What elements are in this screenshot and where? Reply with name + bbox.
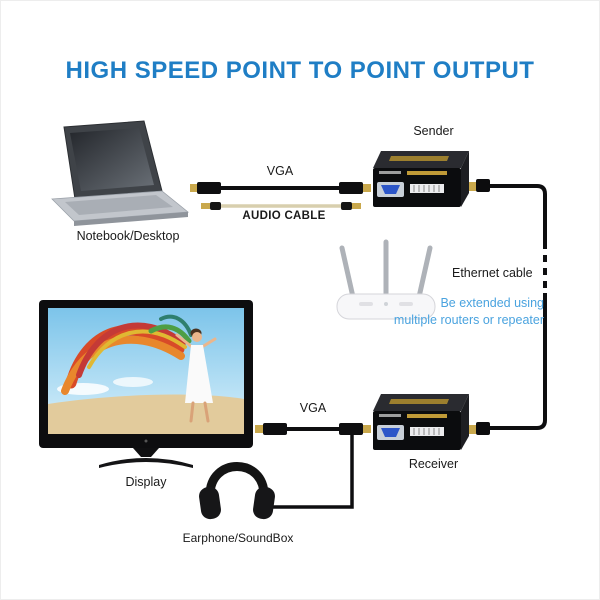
extension-note-line1: Be extended using xyxy=(440,296,544,310)
tv-icon xyxy=(39,300,253,468)
headphones-icon xyxy=(199,462,275,520)
receiver-label: Receiver xyxy=(408,457,459,471)
audio-line-icon xyxy=(271,433,354,509)
extension-note: Be extended using multiple routers or re… xyxy=(394,295,544,329)
audio-cable-icon xyxy=(201,202,361,210)
page-title: HIGH SPEED POINT TO POINT OUTPUT xyxy=(65,57,535,84)
notebook-label: Notebook/Desktop xyxy=(76,229,180,243)
audio-cable-label: AUDIO CABLE xyxy=(242,210,326,222)
display-label: Display xyxy=(125,475,167,489)
receiver-box-icon xyxy=(372,393,491,451)
sender-label: Sender xyxy=(413,124,454,138)
vga-cable-bottom-icon xyxy=(255,423,371,435)
earphone-label: Earphone/SoundBox xyxy=(182,531,294,545)
laptop-icon xyxy=(51,120,190,226)
router-icon xyxy=(336,239,436,320)
ethernet-cable-label: Ethernet cable xyxy=(452,266,533,280)
sender-box-icon xyxy=(372,150,491,208)
ethernet-cable-icon xyxy=(490,184,549,430)
vga-top-label: VGA xyxy=(266,164,294,178)
vga-bottom-label: VGA xyxy=(299,401,327,415)
extension-note-line2: multiple routers or repeater xyxy=(393,313,544,327)
vga-cable-top-icon xyxy=(190,182,371,194)
